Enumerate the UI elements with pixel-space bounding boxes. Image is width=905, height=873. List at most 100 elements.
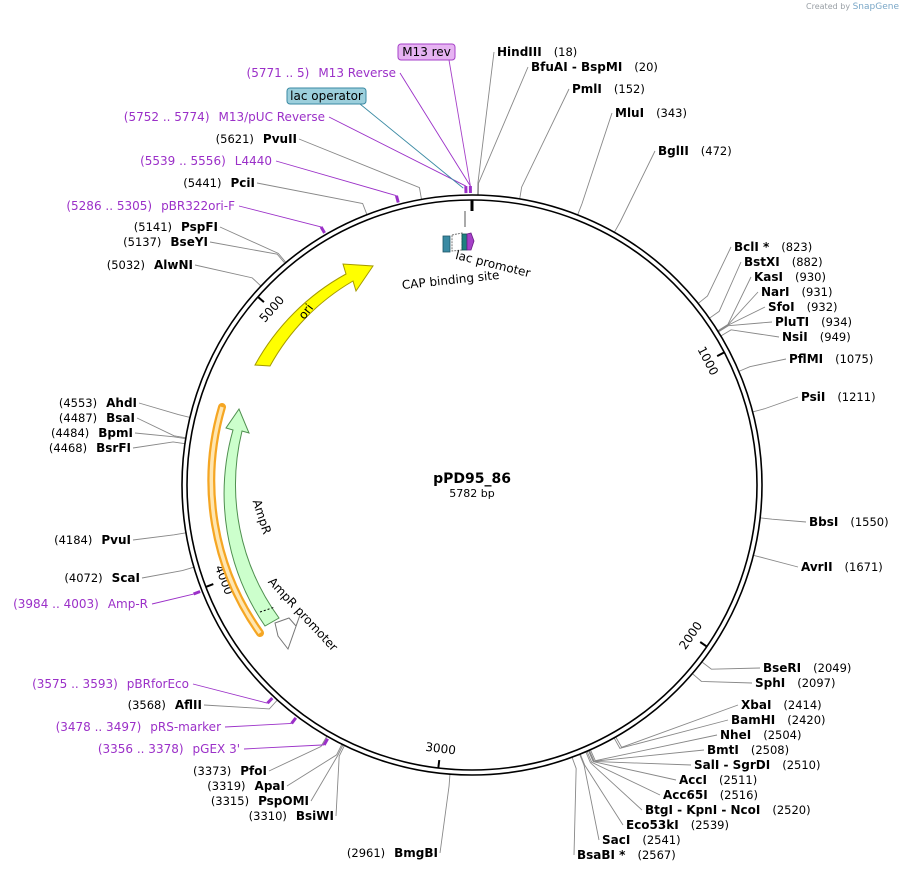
- enzyme-site[interactable]: PluTI(934): [775, 315, 852, 329]
- enzyme-name: MluI: [615, 106, 644, 120]
- enzyme-site[interactable]: BsaI(4487): [59, 411, 135, 425]
- primer-site-mark: [266, 697, 274, 705]
- enzyme-site[interactable]: BsrFI(4468): [49, 441, 131, 455]
- enzyme-site[interactable]: BfuAI - BspMI(20): [531, 60, 658, 74]
- enzyme-site[interactable]: Acc65I(2516): [663, 788, 758, 802]
- feature-box[interactable]: M13 rev: [397, 43, 456, 61]
- primer-marks: [193, 185, 472, 746]
- enzyme-position: (1550): [850, 515, 888, 529]
- primer-site[interactable]: M13/pUC Reverse(5752 .. 5774): [124, 110, 325, 124]
- primer-site[interactable]: Amp-R(3984 .. 4003): [13, 597, 148, 611]
- enzyme-name: PmlI: [572, 82, 602, 96]
- ampr-promoter-arrow[interactable]: [274, 614, 301, 651]
- enzyme-name: PciI: [231, 176, 256, 190]
- enzyme-site[interactable]: Eco53kI(2539): [626, 818, 729, 832]
- enzyme-site[interactable]: SacI(2541): [602, 833, 681, 847]
- enzyme-site[interactable]: NheI(2504): [720, 728, 801, 742]
- primer-site[interactable]: pBR322ori-F (5286 .. 5305): [66, 199, 235, 213]
- lac-operator-marker[interactable]: [461, 233, 468, 251]
- enzyme-site[interactable]: PflMI(1075): [789, 352, 873, 366]
- snapgene-credit: Created by SnapGene: [806, 2, 899, 12]
- cap-binding-site-marker[interactable]: [442, 235, 451, 253]
- box-leader-line: [359, 103, 464, 189]
- enzyme-site[interactable]: AhdI(4553): [59, 396, 137, 410]
- enzyme-position: (472): [701, 144, 732, 158]
- m13-rev-marker[interactable]: [466, 232, 475, 251]
- tick-label: 1000: [695, 344, 722, 378]
- enzyme-leader-line: [760, 517, 807, 523]
- enzyme-site[interactable]: BpmI(4484): [51, 426, 133, 440]
- enzyme-site[interactable]: BamHI(2420): [731, 713, 826, 727]
- enzyme-site[interactable]: PmlI(152): [572, 82, 645, 96]
- enzyme-site[interactable]: KasI(930): [754, 270, 826, 284]
- enzyme-site[interactable]: BtgI - KpnI - NcoI (2520): [645, 803, 811, 817]
- enzyme-leader-line: [268, 735, 328, 772]
- enzyme-leader-line: [571, 757, 577, 856]
- enzyme-site[interactable]: BclI *(823): [734, 240, 812, 254]
- primer-site[interactable]: pRS-marker(3478 .. 3497): [56, 720, 221, 734]
- ori-feature-arrow[interactable]: [254, 263, 374, 367]
- enzyme-site[interactable]: SfoI(932): [768, 300, 838, 314]
- primer-leader-line: [328, 116, 467, 187]
- enzyme-site[interactable]: ApaI(3319): [207, 779, 285, 793]
- primer-position: (5771 .. 5): [247, 66, 310, 80]
- enzyme-site[interactable]: BseRI(2049): [763, 661, 851, 675]
- enzyme-position: (2508): [751, 743, 789, 757]
- feature-box-bg: [286, 87, 367, 105]
- enzyme-position: (3310): [249, 809, 287, 823]
- enzyme-site[interactable]: BsiWI(3310): [249, 809, 334, 823]
- feature-box[interactable]: lac operator: [286, 87, 367, 105]
- primer-site[interactable]: M13 Reverse(5771 .. 5): [247, 66, 396, 80]
- primer-position: (5286 .. 5305): [66, 199, 152, 213]
- primer-site[interactable]: pBRforEco(3575 .. 3593): [32, 677, 189, 691]
- enzyme-name: BtgI - KpnI - NcoI: [645, 803, 760, 817]
- enzyme-site[interactable]: BglII(472): [658, 144, 732, 158]
- enzyme-site[interactable]: ScaI(4072): [64, 571, 140, 585]
- primer-site[interactable]: pGEX 3'(3356 .. 3378): [98, 742, 240, 756]
- enzyme-site[interactable]: MluI(343): [615, 106, 687, 120]
- primer-position: (3984 .. 4003): [13, 597, 99, 611]
- tick-label: 5000: [256, 293, 287, 325]
- enzyme-site[interactable]: SalI - SgrDI(2510): [694, 758, 820, 772]
- enzyme-position: (1211): [837, 390, 875, 404]
- enzyme-site[interactable]: AlwNI(5032): [107, 258, 193, 272]
- enzyme-site[interactable]: AccI(2511): [679, 773, 757, 787]
- enzyme-site[interactable]: PsiI(1211): [801, 390, 876, 404]
- ampr-feature-arrow[interactable]: [223, 407, 280, 627]
- enzyme-name: BamHI: [731, 713, 775, 727]
- tick-mark: [257, 296, 265, 303]
- enzyme-site[interactable]: NsiI(949): [782, 330, 851, 344]
- enzyme-site[interactable]: BmgBI(2961): [347, 846, 438, 860]
- enzyme-site[interactable]: HindIII(18): [497, 45, 577, 59]
- enzyme-site[interactable]: PciI(5441): [183, 176, 255, 190]
- enzyme-site[interactable]: NarI(931): [761, 285, 832, 299]
- enzyme-site[interactable]: SphI(2097): [755, 676, 836, 690]
- enzyme-site[interactable]: AflII(3568): [128, 698, 202, 712]
- enzyme-position: (2097): [797, 676, 835, 690]
- enzyme-site[interactable]: XbaI(2414): [741, 698, 822, 712]
- primer-site[interactable]: L4440(5539 .. 5556): [140, 154, 272, 168]
- enzyme-position: (2520): [772, 803, 810, 817]
- enzyme-site[interactable]: PfoI(3373): [193, 764, 267, 778]
- enzyme-site[interactable]: BsaBI *(2567): [577, 848, 676, 862]
- primer-leader-line: [238, 205, 322, 228]
- primer-leader-line: [243, 744, 325, 750]
- ampr-label: AmpR: [250, 498, 274, 536]
- enzyme-site[interactable]: BmtI(2508): [707, 743, 789, 757]
- enzyme-site[interactable]: BstXI(882): [744, 255, 823, 269]
- enzyme-name: XbaI: [741, 698, 771, 712]
- enzyme-site[interactable]: AvrII(1671): [801, 560, 883, 574]
- enzyme-site[interactable]: PspFI(5141): [134, 220, 218, 234]
- snapgene-logo-text: SnapGene: [852, 2, 899, 12]
- primer-name: pGEX 3': [193, 742, 240, 756]
- enzyme-site[interactable]: PspOMI(3315): [211, 794, 309, 808]
- primer-name: pBR322ori-F: [161, 199, 235, 213]
- enzyme-name: BbsI: [809, 515, 838, 529]
- enzyme-leader-line: [132, 441, 186, 449]
- enzyme-site[interactable]: PvuI(4184): [54, 533, 131, 547]
- enzyme-site[interactable]: BbsI (1550): [809, 515, 889, 529]
- enzyme-site[interactable]: BseYI(5137): [123, 235, 208, 249]
- enzyme-position: (4553): [59, 396, 97, 410]
- enzyme-site[interactable]: PvuII(5621): [216, 132, 297, 146]
- enzyme-name: BstXI: [744, 255, 780, 269]
